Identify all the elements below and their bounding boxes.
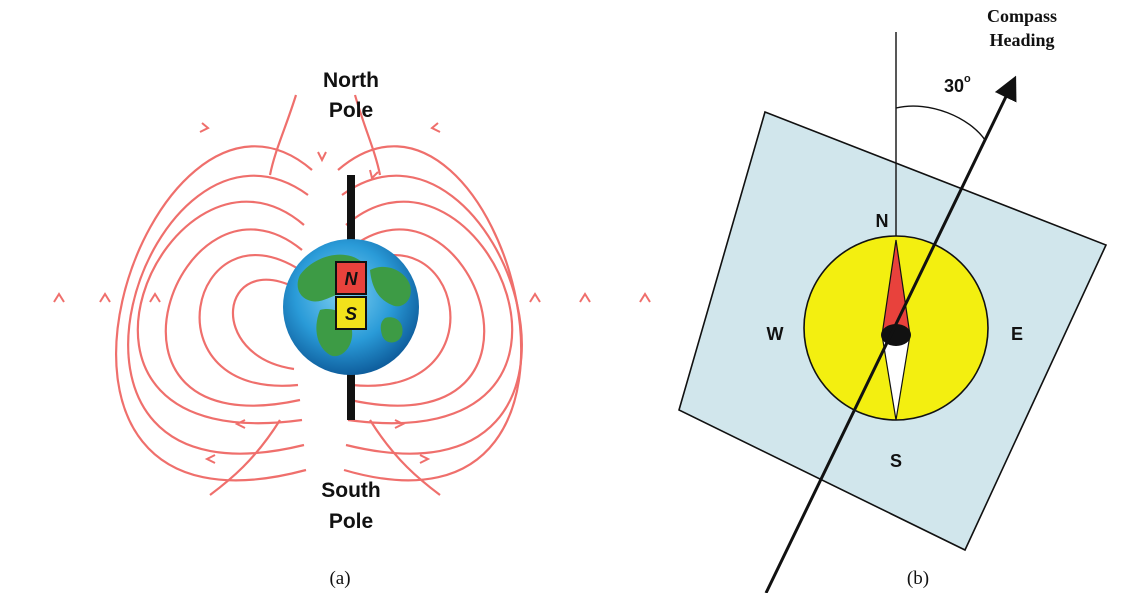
field-arrow	[430, 122, 441, 133]
north-pole-label-line2: Pole	[329, 99, 373, 122]
field-arrow	[204, 454, 216, 464]
direction-north: N	[876, 211, 889, 231]
field-line	[345, 200, 514, 425]
south-pole-label-line1: South	[321, 479, 380, 502]
field-arrows	[53, 122, 651, 464]
earth-land	[370, 266, 411, 307]
field-arrow	[199, 122, 210, 133]
field-line	[136, 200, 305, 425]
direction-east: E	[1011, 324, 1023, 344]
field-arrow	[369, 169, 379, 180]
field-arrow	[419, 454, 431, 464]
field-arrow	[639, 292, 651, 303]
field-line	[209, 419, 281, 496]
magnet-north-pole	[335, 261, 367, 295]
field-arrow	[529, 292, 541, 303]
field-lines-left	[115, 94, 313, 496]
compass-heading-label-line2: Heading	[989, 30, 1054, 50]
field-arrow	[579, 292, 591, 303]
direction-west: W	[767, 324, 784, 344]
field-line	[337, 145, 523, 482]
field-arrow	[53, 292, 65, 303]
field-line	[198, 254, 301, 387]
field-line	[369, 419, 441, 496]
panel-a: N S North Pole South Pole (a)	[53, 69, 651, 589]
field-line	[268, 94, 298, 176]
south-pole-label-line2: Pole	[329, 510, 373, 533]
field-arrow	[234, 419, 246, 429]
field-line	[231, 278, 297, 371]
direction-south: S	[890, 451, 902, 471]
field-arrow	[99, 292, 111, 303]
field-arrow	[317, 151, 327, 163]
field-line	[164, 228, 303, 407]
field-line	[115, 145, 313, 482]
bar-magnet: N S	[335, 261, 367, 330]
axis-bar-top	[347, 175, 355, 257]
magnet-south-label: S	[345, 304, 357, 324]
panel-b-caption: (b)	[907, 568, 929, 589]
compass-heading-label-line1: Compass	[987, 6, 1057, 26]
magnet-south-pole	[335, 296, 367, 330]
angle-degree-symbol: o	[964, 73, 971, 85]
axis-bar-bottom	[347, 365, 355, 420]
field-arrow	[149, 292, 161, 303]
earth-land	[380, 317, 403, 343]
field-line	[347, 228, 486, 407]
field-line	[353, 94, 382, 176]
heading-arrow	[764, 75, 1017, 593]
north-pole-label-line1: North	[323, 69, 379, 92]
panel-b: 30 o Compass Heading N S E W (b)	[678, 6, 1108, 593]
magnet-north-label: N	[345, 269, 359, 289]
panel-a-caption: (a)	[329, 568, 350, 589]
field-line	[127, 174, 309, 455]
angle-arc	[895, 105, 986, 141]
field-arrow	[394, 419, 406, 429]
angle-label: 30	[944, 76, 964, 96]
